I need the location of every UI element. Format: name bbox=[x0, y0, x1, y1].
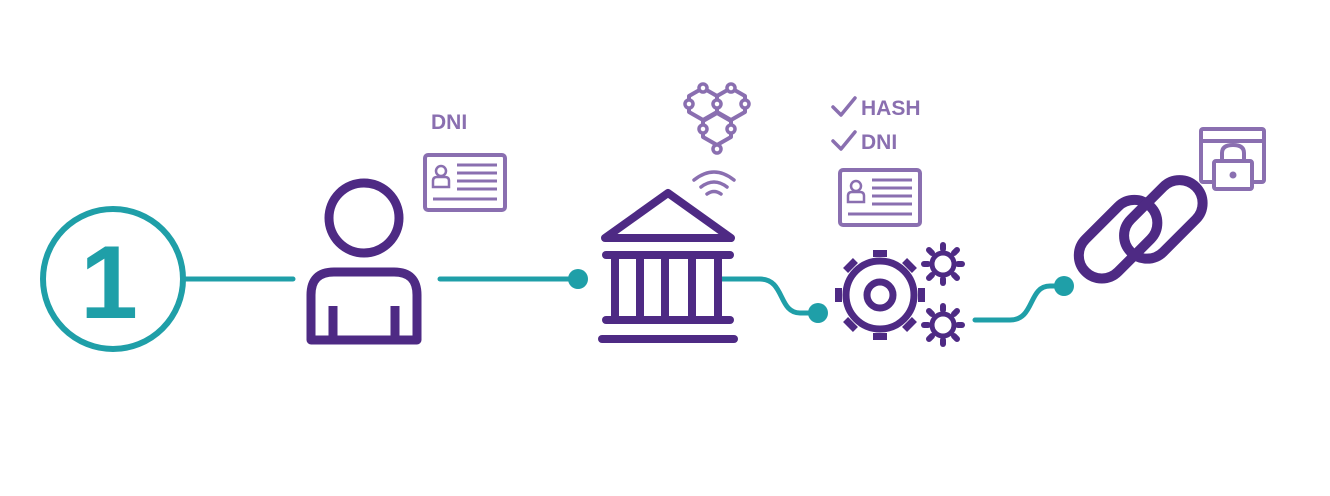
check-hash-label: HASH bbox=[861, 97, 921, 120]
chain-link-icon bbox=[1073, 175, 1208, 284]
gears-icon bbox=[835, 242, 965, 347]
connector-node bbox=[808, 303, 828, 323]
id-card-icon bbox=[838, 168, 922, 227]
connector-nodes bbox=[568, 269, 1074, 323]
dni-user-label: DNI bbox=[431, 111, 467, 134]
step-number: 1 bbox=[80, 225, 138, 341]
connectors bbox=[183, 276, 1067, 323]
secure-browser-lock-icon bbox=[1199, 127, 1266, 191]
blockchain-nodes bbox=[683, 82, 751, 155]
checkmark-icon bbox=[831, 96, 857, 117]
connector-gears-to-chain bbox=[972, 283, 1067, 323]
user-icon bbox=[306, 178, 422, 345]
connector-node bbox=[1054, 276, 1074, 296]
connector-bank-to-gears bbox=[719, 276, 821, 316]
wifi-icon bbox=[692, 170, 736, 196]
blockchain-network-icon bbox=[687, 86, 747, 147]
step-number-circle bbox=[40, 206, 186, 352]
connector-node bbox=[568, 269, 588, 289]
check-dni-label: DNI bbox=[861, 131, 897, 154]
id-card-icon bbox=[423, 153, 507, 212]
bank-icon bbox=[598, 189, 738, 343]
checkmark-icon bbox=[831, 130, 857, 151]
step-number-badge: 1 bbox=[40, 206, 186, 352]
